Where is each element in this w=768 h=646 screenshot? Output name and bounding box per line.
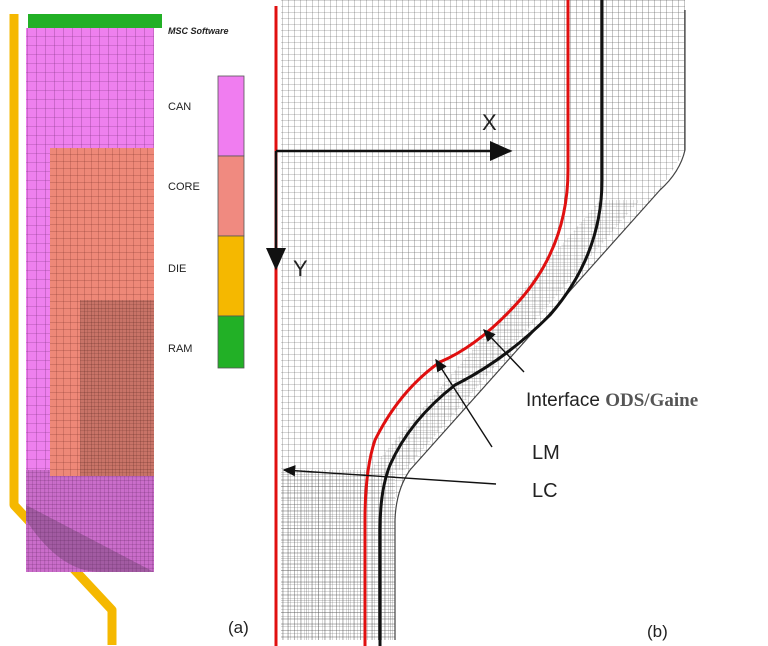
- mesh-dense-band-lower: [281, 470, 395, 640]
- annotation-interface-prefix: Interface: [526, 390, 605, 411]
- leader-lm: [435, 358, 493, 448]
- ram-part: [28, 14, 162, 28]
- legend-swatch-core: [217, 155, 245, 237]
- annotation-lm: LM: [532, 442, 560, 464]
- panel-a: MSC Software CAN CORE DIE RAM (a): [9, 14, 249, 645]
- legend-swatch-can: [217, 75, 245, 157]
- legend-label-core: CORE: [168, 181, 200, 193]
- legend: CAN CORE DIE RAM: [168, 75, 245, 369]
- leader-interface: [483, 328, 525, 373]
- annotation-interface: Interface ODS/Gaine: [526, 390, 698, 411]
- legend-swatch-ram: [217, 315, 245, 369]
- msc-software-logo: MSC Software: [168, 26, 229, 36]
- legend-label-die: DIE: [168, 263, 186, 275]
- legend-label-can: CAN: [168, 101, 191, 113]
- legend-swatch-die: [217, 235, 245, 317]
- caption-b: (b): [647, 622, 668, 641]
- leader-lc: [282, 465, 497, 485]
- panel-b: X Y Interface ODS/Gaine LM LC (b): [266, 0, 698, 646]
- can-dense-region: [26, 470, 154, 572]
- x-axis-label: X: [482, 110, 497, 135]
- caption-a: (a): [228, 618, 249, 637]
- annotation-interface-suffix: ODS/Gaine: [605, 390, 698, 411]
- mesh-dense-band: [345, 0, 685, 300]
- legend-label-ram: RAM: [168, 343, 192, 355]
- mesh-dense-diagonal: [370, 200, 640, 470]
- y-axis-label: Y: [293, 256, 308, 281]
- annotation-lc: LC: [532, 480, 558, 502]
- core-dense-region: [80, 300, 154, 476]
